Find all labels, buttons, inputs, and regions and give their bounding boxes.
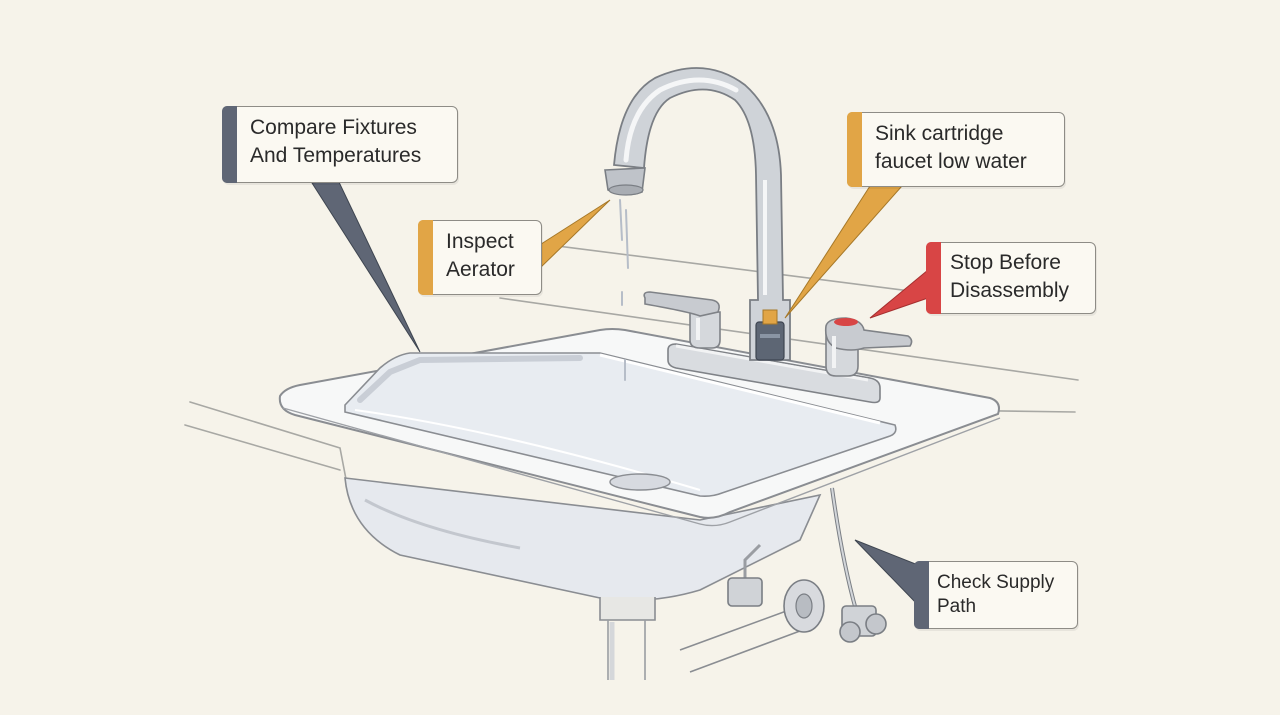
callout-compare-line-2: And Temperatures — [250, 144, 422, 167]
callout-aerator-line-1: Inspect — [446, 230, 514, 253]
callout-aerator-line-2: Aerator — [446, 258, 515, 281]
callout-check-supply-path: Check Supply Path — [914, 561, 1078, 629]
callout-sink-cartridge: Sink cartridge faucet low water — [847, 112, 1065, 187]
callout-inspect-aerator: Inspect Aerator — [418, 220, 542, 295]
pointer-compare — [311, 179, 421, 353]
supply-lines — [679, 487, 887, 673]
callout-supply-line-1: Check Supply — [937, 572, 1055, 593]
callout-compare-line-1: Compare Fixtures — [250, 116, 417, 139]
callout-accent-bar — [418, 220, 433, 295]
pointer-aerator — [537, 199, 611, 272]
shutoff-valve-icon — [727, 577, 763, 607]
cold-handle — [643, 291, 721, 349]
drain-icon — [609, 473, 671, 491]
callout-accent-bar — [222, 106, 237, 183]
callout-supply-line-2: Path — [937, 596, 977, 617]
hot-indicator-dot-icon — [834, 318, 858, 326]
cartridge-icon — [755, 309, 785, 361]
callout-accent-bar — [926, 242, 941, 314]
callout-cartridge-line-2: faucet low water — [875, 150, 1027, 173]
callout-pointers — [311, 179, 929, 607]
callout-stop-line-2: Disassembly — [950, 279, 1070, 302]
callout-accent-bar — [847, 112, 862, 187]
callout-cartridge-line-1: Sink cartridge — [875, 122, 1004, 145]
callout-accent-bar — [914, 561, 929, 629]
water-drip — [619, 199, 629, 381]
drain-pipe — [599, 597, 656, 680]
callout-compare-fixtures: Compare Fixtures And Temperatures — [222, 106, 458, 183]
pointer-supply — [854, 539, 919, 607]
pointer-stop — [869, 268, 929, 319]
callout-stop-before-disassembly: Stop Before Disassembly — [926, 242, 1096, 314]
pointer-cartridge — [784, 185, 904, 319]
callout-stop-line-1: Stop Before — [950, 251, 1061, 274]
hot-handle — [824, 317, 913, 377]
